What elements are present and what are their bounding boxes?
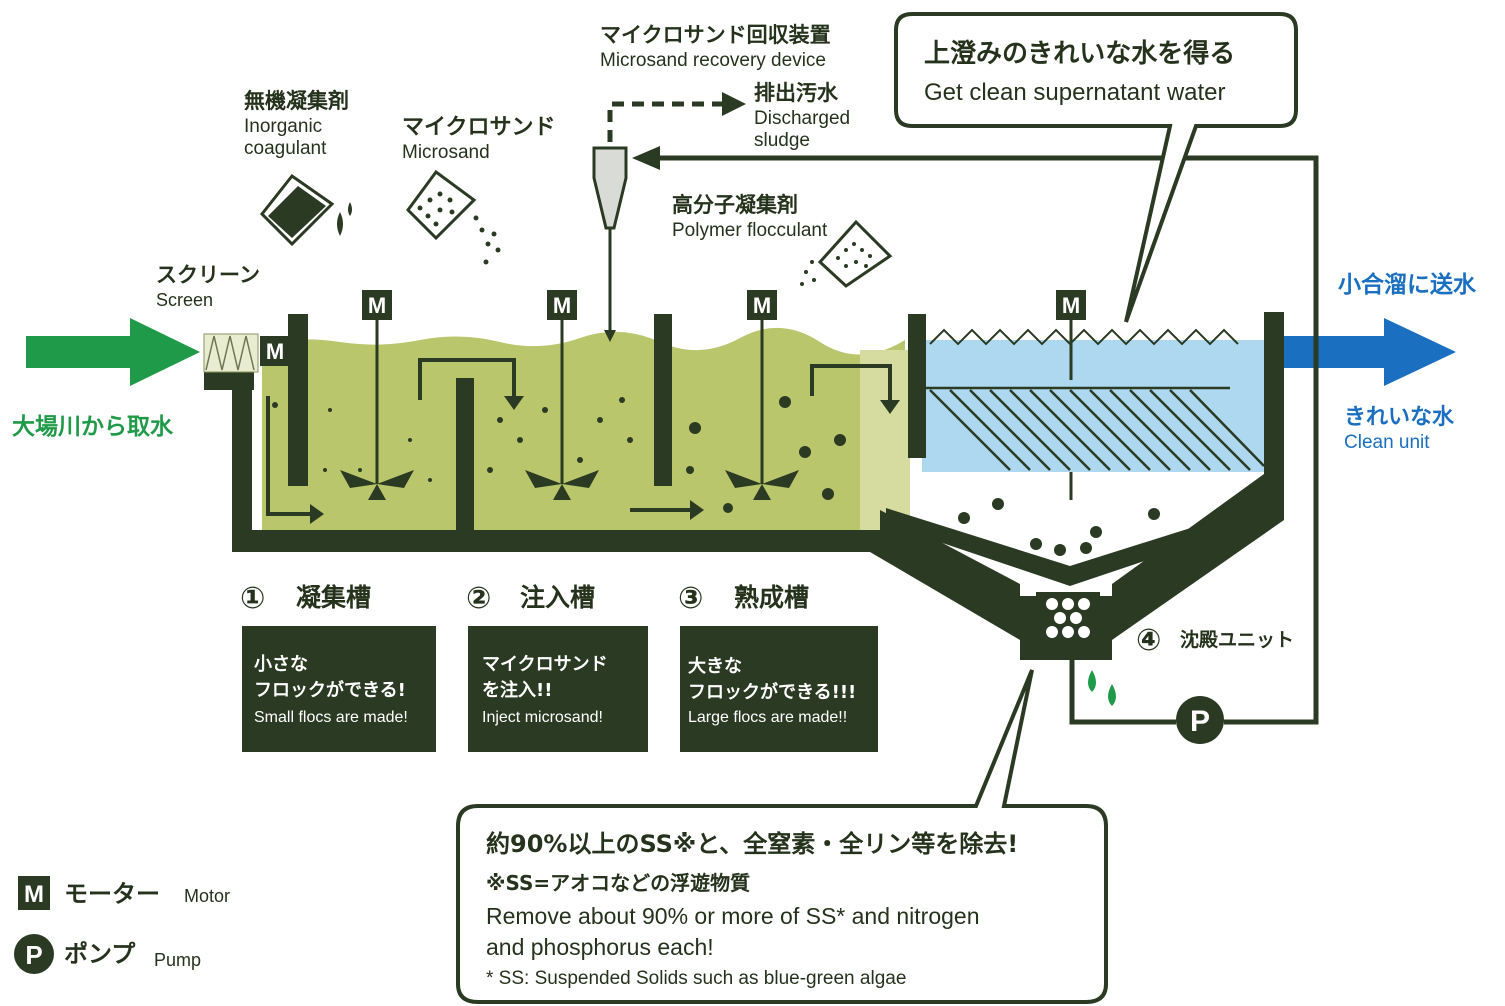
stage-3: ③ 熟成槽 大きな フロックができる!!! Large flocs are ma… xyxy=(678,581,878,752)
sludge-discharge-arrowhead xyxy=(722,92,746,116)
clear-water-surface xyxy=(929,328,1239,346)
motor-icon: M xyxy=(553,293,571,318)
stage-number: ④ xyxy=(1136,623,1161,658)
sludge-en-label-2: sludge xyxy=(754,130,810,151)
stage-line-3: Small flocs are made! xyxy=(254,709,408,726)
sludge-en-label-1: Discharged xyxy=(754,108,850,129)
stage-title: 凝集槽 xyxy=(296,583,371,612)
return-arrowhead xyxy=(632,146,660,170)
baffle-4 xyxy=(908,314,926,458)
coagulant-cup-icon xyxy=(259,173,352,247)
stage-1: ① 凝集槽 小さな フロックができる! Small flocs are made… xyxy=(240,581,436,752)
screen-icon xyxy=(203,333,259,373)
stage-title: 沈殿ユニット xyxy=(1180,628,1294,651)
stage-line-1: マイクロサンド xyxy=(482,654,608,675)
sludge-jp-label: 排出汚水 xyxy=(754,81,839,105)
legend-motor-icon: M xyxy=(24,881,44,908)
stage-title: 熟成槽 xyxy=(734,583,809,612)
stage-line-2: を注入!! xyxy=(482,679,552,701)
internal-flow-arrows xyxy=(266,358,892,516)
legend: M モーター Motor P ポンプ Pump xyxy=(14,876,230,974)
supernatant-en-text: Get clean supernatant water xyxy=(924,79,1226,106)
stage-number: ① xyxy=(240,581,265,616)
microsand-en-label: Microsand xyxy=(402,142,490,163)
polymer-jp-label: 高分子凝集剤 xyxy=(672,193,798,217)
note-line-5: * SS: Suspended Solids such as blue-gree… xyxy=(486,968,906,989)
mixer-4: M xyxy=(1056,290,1086,500)
stage-line-2: フロックができる!!! xyxy=(688,681,856,703)
motor-icon: M xyxy=(1062,293,1080,318)
coagulant-en-label-1: Inorganic xyxy=(244,116,322,137)
note-line-2: ※SS=アオコなどの浮遊物質 xyxy=(486,871,750,895)
coagulant-jp-label: 無機凝集剤 xyxy=(244,89,349,113)
pump-icon: P xyxy=(1190,705,1210,738)
legend-pump-en: Pump xyxy=(154,950,201,970)
pump: P xyxy=(1176,696,1224,744)
screen-motor: M xyxy=(260,336,290,366)
return-line xyxy=(660,155,1319,725)
recovery-en-label: Microsand recovery device xyxy=(600,50,826,71)
microsand-cup-icon xyxy=(406,169,501,265)
stage-line-3: Inject microsand! xyxy=(482,709,603,726)
supernatant-callout: 上澄みのきれいな水を得る Get clean supernatant water xyxy=(894,12,1298,323)
motor-icon: M xyxy=(266,339,284,364)
supernatant-jp-text: 上澄みのきれいな水を得る xyxy=(924,39,1235,69)
stage-number: ③ xyxy=(678,581,703,616)
note-callout: 約90%以上のSS※と、全窒素・全リン等を除去! ※SS=アオコなどの浮遊物質 … xyxy=(456,669,1108,1004)
motor-icon: M xyxy=(368,293,386,318)
stage-number: ② xyxy=(466,581,491,616)
stage-2: ② 注入槽 マイクロサンド を注入!! Inject microsand! xyxy=(466,581,648,752)
stage-line-3: Large flocs are made!! xyxy=(688,709,847,726)
tank-liquid xyxy=(262,327,905,530)
recovery-device xyxy=(592,146,628,342)
legend-motor-jp: モーター xyxy=(64,880,160,908)
screen-en-label: Screen xyxy=(156,290,213,310)
polymer-en-label: Polymer flocculant xyxy=(672,220,828,241)
clear-water-area xyxy=(922,340,1266,472)
motor-icon: M xyxy=(753,293,771,318)
mixer-1: M xyxy=(340,290,414,500)
outlet-arrow xyxy=(1284,318,1456,386)
baffle-1 xyxy=(288,314,308,486)
note-line-3: Remove about 90% or more of SS* and nitr… xyxy=(486,903,980,929)
stage-line-1: 小さな xyxy=(254,654,308,675)
note-line-1: 約90%以上のSS※と、全窒素・全リン等を除去! xyxy=(486,830,1018,858)
stage-line-1: 大きな xyxy=(688,655,742,677)
legend-pump-icon: P xyxy=(25,940,42,970)
stage-line-2: フロックができる! xyxy=(254,679,406,701)
settling-flocs xyxy=(958,498,1160,556)
outlet-label: 小合溜に送水 xyxy=(1338,271,1477,298)
internal-flow-arrowheads xyxy=(310,396,900,524)
intake-label: 大場川から取水 xyxy=(12,414,174,440)
drip-icon xyxy=(1088,670,1116,706)
settling-cone xyxy=(886,508,1254,586)
tank-assembly xyxy=(204,312,1284,660)
hopper-sludge-dots xyxy=(1046,598,1090,638)
stage-title: 注入槽 xyxy=(520,583,595,612)
recovery-jp-label: マイクロサンド回収装置 xyxy=(600,23,831,47)
note-line-4: and phosphorus each! xyxy=(486,934,714,960)
stage-4: ④ 沈殿ユニット xyxy=(1136,623,1294,658)
baffle-3 xyxy=(654,314,672,486)
clean-unit-jp-label: きれいな水 xyxy=(1344,405,1455,430)
lamella-plates xyxy=(926,386,1265,471)
coagulant-en-label-2: coagulant xyxy=(244,138,327,159)
tank-liquid-light xyxy=(860,350,910,530)
polymer-cup-icon xyxy=(800,219,893,288)
legend-motor-en: Motor xyxy=(184,886,230,906)
clean-unit-en-label: Clean unit xyxy=(1344,432,1430,453)
inlet-wall xyxy=(204,372,254,390)
legend-pump-jp: ポンプ xyxy=(64,940,136,968)
screen-jp-label: スクリーン xyxy=(156,263,260,287)
mixer-2: M xyxy=(525,290,599,500)
mixer-3: M xyxy=(725,290,799,500)
intake-arrow xyxy=(26,318,200,386)
sludge-discharge-line xyxy=(607,101,722,142)
microsand-jp-label: マイクロサンド xyxy=(402,115,556,140)
floc-particles xyxy=(272,396,846,513)
baffle-2 xyxy=(456,378,474,530)
